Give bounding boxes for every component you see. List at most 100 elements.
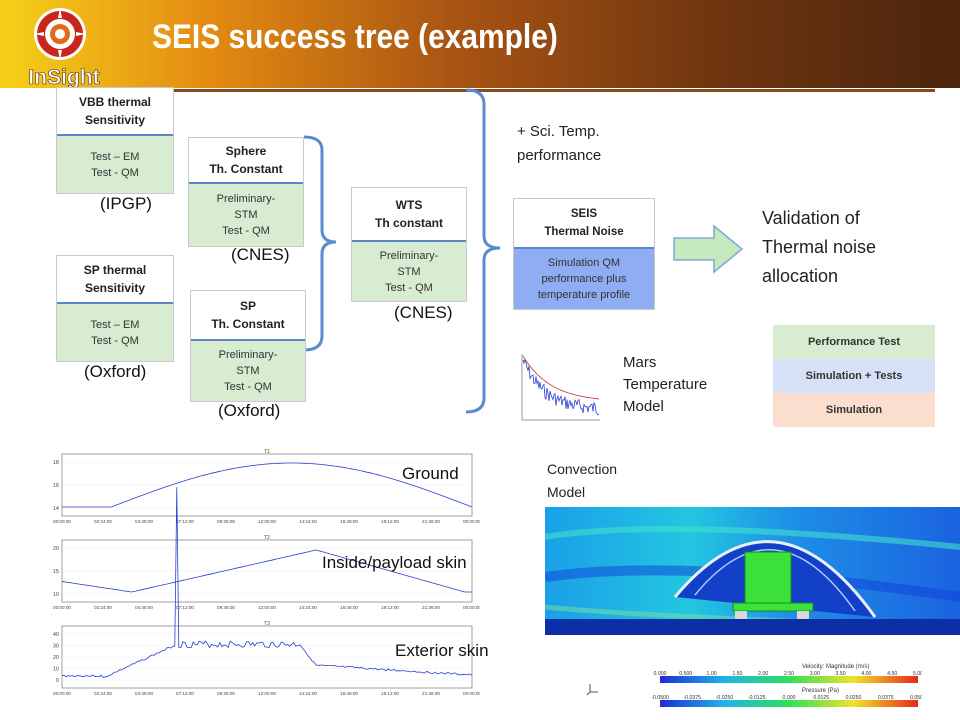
- colorbar-tick-label: 4.00: [861, 671, 871, 677]
- x-tick-label: 21:36:00: [422, 519, 440, 524]
- x-tick-label: 00:00:00: [463, 519, 480, 524]
- mars-spectrum-thumbnail: [518, 350, 602, 424]
- x-tick-label: 09:36:00: [217, 605, 235, 610]
- x-tick-label: 04:48:00: [135, 605, 153, 610]
- colorbar-tick-label: 3.50: [836, 671, 846, 677]
- legend-item-simulation-tests: Simulation + Tests: [773, 359, 935, 393]
- x-tick-label: 14:24:00: [299, 691, 317, 696]
- plot-top-label: T1: [264, 449, 270, 455]
- plot-label-exterior-skin: Exterior skin: [395, 641, 489, 660]
- node-body: Preliminary- STM Test - QM: [189, 184, 303, 246]
- node-sp-thermal-sensitivity: SP thermal Sensitivity Test – EM Test - …: [56, 255, 174, 362]
- x-tick-label: 00:00:00: [53, 519, 71, 524]
- x-tick-label: 07:12:00: [176, 519, 194, 524]
- logo-text: InSight: [28, 66, 99, 89]
- x-tick-label: 04:48:00: [135, 519, 153, 524]
- y-tick-label: 40: [53, 632, 59, 638]
- colorbar-tick-label: 5.00: [913, 671, 922, 677]
- x-tick-label: 02:24:00: [94, 519, 112, 524]
- pressure-colorbar-title: Pressure (Pa): [802, 688, 839, 694]
- x-tick-label: 02:24:00: [94, 605, 112, 610]
- node-title: SP Th. Constant: [191, 291, 305, 341]
- colorbar-tick-label: 1.50: [732, 671, 742, 677]
- owner-ipgp: (IPGP): [100, 194, 152, 213]
- x-tick-label: 21:36:00: [422, 691, 440, 696]
- axis-triad-icon: [586, 684, 598, 696]
- x-tick-label: 09:36:00: [217, 519, 235, 524]
- y-tick-label: 14: [53, 506, 59, 512]
- x-tick-label: 04:48:00: [135, 691, 153, 696]
- temperature-plots: T1 18 16 14 00:00:00 02:24:00 04:48:00 07:12:00…: [53, 449, 480, 696]
- x-tick-label: 07:12:00: [176, 691, 194, 696]
- colorbar-tick-label: -0.0500: [652, 695, 669, 701]
- y-tick-label: 20: [53, 546, 59, 552]
- node-title: VBB thermal Sensitivity: [57, 88, 173, 136]
- y-tick-label: 18: [53, 460, 59, 466]
- x-tick-label: 00:00:00: [53, 691, 71, 696]
- x-tick-label: 19:12:00: [381, 691, 399, 696]
- convection-model-text: Convection Model: [547, 461, 618, 500]
- owner-cnes-sphere: (CNES): [231, 245, 290, 264]
- colorbar-tick-label: 2.00: [758, 671, 768, 677]
- plot-panel: T2 20 15 10 00:00:00 02:24:00 04:48:00 07:12:00…: [53, 535, 480, 610]
- colorbar-tick-label: 2.50: [784, 671, 794, 677]
- node-title: Sphere Th. Constant: [189, 138, 303, 184]
- node-title: SEIS Thermal Noise: [514, 199, 654, 249]
- colorbar-tick-label: 0.0375: [878, 695, 894, 701]
- bracket-mid: [303, 135, 337, 352]
- bracket-right: [465, 88, 501, 414]
- colorbar-tick-label: 0.0125: [813, 695, 829, 701]
- x-tick-label: 16:48:00: [340, 519, 358, 524]
- colorbar-tick-label: 0.000: [783, 695, 796, 701]
- y-tick-label: 10: [53, 592, 59, 598]
- x-tick-label: 07:12:00: [176, 605, 194, 610]
- validation-text: Validation of Thermal noise allocation: [762, 208, 877, 286]
- node-title: WTS Th constant: [352, 188, 466, 242]
- colorbar-tick-label: -0.0250: [716, 695, 734, 701]
- colorbar-tick-label: 0.000: [654, 671, 667, 677]
- series-line: [62, 462, 473, 508]
- x-tick-label: 14:24:00: [299, 605, 317, 610]
- node-wts-th-constant: WTS Th constant Preliminary- STM Test - …: [351, 187, 467, 302]
- x-tick-label: 14:24:00: [299, 519, 317, 524]
- node-body: Simulation QM performance plus temperatu…: [514, 249, 654, 309]
- x-tick-label: 21:36:00: [422, 605, 440, 610]
- colorbar-tick-label: -0.0125: [748, 695, 766, 701]
- node-sphere-th-constant: Sphere Th. Constant Preliminary- STM Tes…: [188, 137, 304, 247]
- arrow-right-icon: [673, 224, 744, 274]
- series-line: [61, 487, 473, 678]
- colorbar-tick-label: 3.00: [810, 671, 820, 677]
- plot-panel: T1 18 16 14 00:00:00 02:24:00 04:48:00 07:12:00…: [53, 449, 480, 524]
- node-body: Test – EM Test - QM: [57, 136, 173, 193]
- node-title: SP thermal Sensitivity: [57, 256, 173, 304]
- node-body: Preliminary- STM Test - QM: [191, 341, 305, 401]
- x-tick-label: 02:24:00: [94, 691, 112, 696]
- plot-label-inside-payload-skin: Inside/payload skin: [322, 553, 467, 572]
- node-body: Test – EM Test - QM: [57, 304, 173, 361]
- colorbar-tick-label: 0.500: [679, 671, 692, 677]
- colorbar-tick-label: 4.50: [887, 671, 897, 677]
- sci-temp-performance-text: + Sci. Temp. performance: [517, 123, 602, 164]
- header-banner: [0, 0, 960, 88]
- plot-top-label: T2: [264, 535, 270, 541]
- colorbar-tick-label: 0.0500: [910, 695, 922, 701]
- pressure-colorbar: [660, 700, 918, 707]
- node-sp-th-constant: SP Th. Constant Preliminary- STM Test - …: [190, 290, 306, 402]
- legend: Performance Test Simulation + Tests Simu…: [773, 325, 935, 427]
- page-title: SEIS success tree (example): [152, 18, 558, 56]
- x-tick-label: 16:48:00: [340, 605, 358, 610]
- x-tick-label: 12:00:00: [258, 691, 276, 696]
- plot-label-ground: Ground: [402, 464, 459, 483]
- x-tick-label: 09:36:00: [217, 691, 235, 696]
- colorbar-tick-label: 0.0250: [846, 695, 862, 701]
- y-tick-label: 16: [53, 483, 59, 489]
- legend-item-simulation: Simulation: [773, 393, 935, 427]
- y-tick-label: 15: [53, 569, 59, 575]
- x-tick-label: 00:00:00: [53, 605, 71, 610]
- node-vbb-thermal-sensitivity: VBB thermal Sensitivity Test – EM Test -…: [56, 87, 174, 194]
- insight-logo: InSight: [28, 8, 100, 89]
